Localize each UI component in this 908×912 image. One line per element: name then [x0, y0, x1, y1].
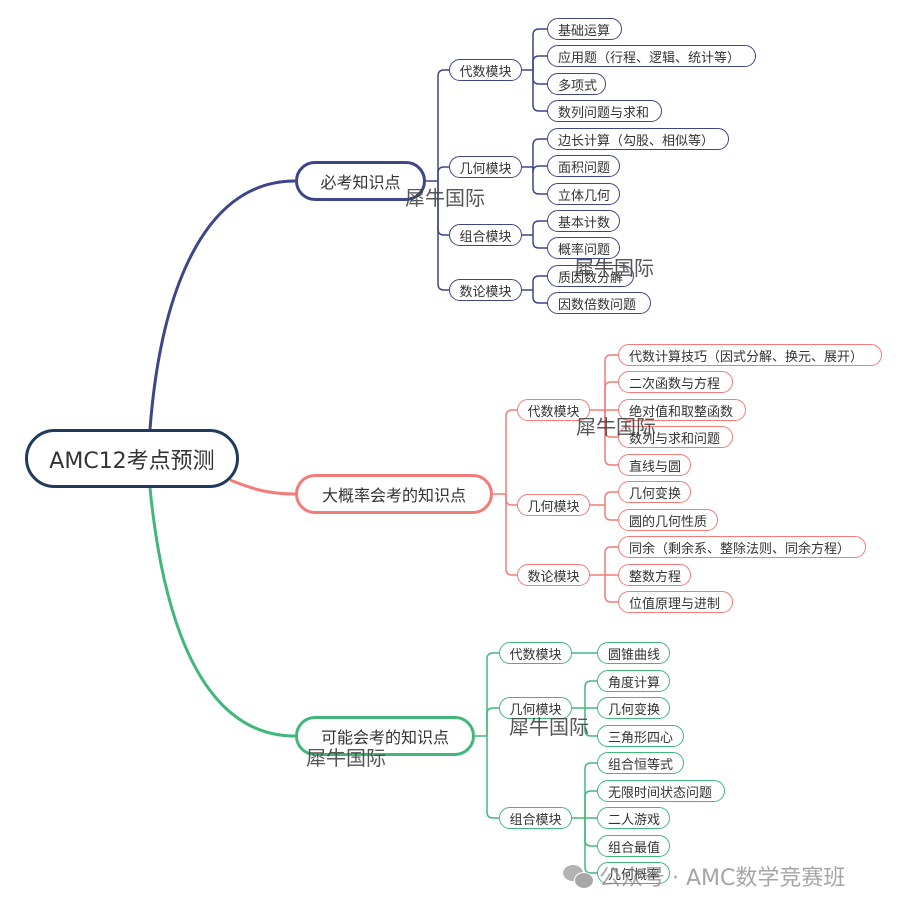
- topic-node[interactable]: 面积问题: [547, 155, 620, 177]
- leaf-connector: [532, 290, 547, 304]
- topic-node[interactable]: 基本计数: [547, 210, 620, 232]
- module-node[interactable]: 数论模块: [449, 279, 522, 301]
- leaf-connector: [532, 167, 547, 195]
- leaf-connector: [604, 410, 618, 438]
- module-connector: [437, 181, 449, 291]
- topic-node[interactable]: 位值原理与进制: [618, 591, 733, 613]
- leaf-connector: [584, 680, 597, 708]
- wechat-icon: [563, 863, 594, 889]
- footer-watermark: 公众号 · AMC数学竞赛班: [563, 860, 845, 892]
- module-node[interactable]: 组合模块: [449, 224, 522, 246]
- module-connector: [437, 69, 449, 181]
- branch-node[interactable]: 可能会考的知识点: [295, 716, 475, 756]
- leaf-connector: [584, 790, 597, 818]
- topic-node[interactable]: 因数倍数问题: [547, 292, 651, 314]
- topic-node[interactable]: 二次函数与方程: [618, 371, 733, 393]
- topic-node[interactable]: 角度计算: [597, 670, 670, 692]
- module-node[interactable]: 组合模块: [499, 807, 572, 829]
- leaf-connector: [604, 546, 618, 575]
- leaf-connector: [604, 381, 618, 410]
- leaf-connector: [584, 762, 597, 818]
- module-connector: [505, 494, 517, 576]
- module-connector: [505, 494, 517, 506]
- module-connector: [437, 166, 449, 181]
- footer-text: 公众号 · AMC数学竞赛班: [599, 866, 846, 891]
- module-node[interactable]: 几何模块: [517, 494, 590, 516]
- leaf-connector: [604, 575, 618, 603]
- topic-node[interactable]: 应用题（行程、逻辑、统计等）: [547, 45, 756, 67]
- leaf-connector: [532, 138, 547, 167]
- topic-node[interactable]: 质因数分解: [547, 265, 634, 287]
- module-node[interactable]: 代数模块: [499, 642, 572, 664]
- module-connector: [486, 736, 499, 819]
- leaf-connector: [604, 410, 618, 466]
- topic-node[interactable]: 几何变换: [618, 481, 691, 503]
- leaf-connector: [532, 235, 547, 249]
- topic-node[interactable]: 直线与圆: [618, 454, 691, 476]
- topic-node[interactable]: 整数方程: [618, 564, 691, 586]
- topic-node[interactable]: 圆锥曲线: [597, 642, 670, 664]
- module-node[interactable]: 代数模块: [449, 59, 522, 81]
- topic-node[interactable]: 无限时间状态问题: [597, 780, 725, 802]
- branch-connector: [229, 478, 296, 496]
- topic-node[interactable]: 数列与求和问题: [618, 426, 733, 448]
- branch-connector: [148, 487, 296, 738]
- topic-node[interactable]: 二人游戏: [597, 807, 670, 829]
- leaf-connector: [532, 55, 547, 70]
- leaf-connector: [532, 275, 547, 290]
- module-node[interactable]: 代数模块: [517, 399, 590, 421]
- leaf-connector: [584, 818, 597, 847]
- topic-node[interactable]: 多项式: [547, 73, 606, 95]
- module-node[interactable]: 几何模块: [449, 156, 522, 178]
- branch-connector: [148, 179, 296, 430]
- leaf-connector: [604, 491, 618, 505]
- leaf-connector: [532, 70, 547, 85]
- module-connector: [437, 181, 449, 236]
- leaf-connector: [604, 505, 618, 521]
- leaf-connector: [604, 354, 618, 410]
- leaf-connector: [532, 220, 547, 235]
- leaf-connector: [532, 165, 547, 173]
- topic-node[interactable]: 立体几何: [547, 183, 620, 205]
- topic-node[interactable]: 同余（剩余系、整除法则、同余方程）: [618, 536, 866, 558]
- topic-node[interactable]: 代数计算技巧（因式分解、换元、展开）: [618, 344, 882, 366]
- topic-node[interactable]: 组合恒等式: [597, 752, 684, 774]
- leaf-connector: [532, 28, 547, 70]
- module-connector: [505, 409, 517, 494]
- module-connector: [486, 707, 499, 736]
- topic-node[interactable]: 圆的几何性质: [618, 509, 718, 531]
- branch-node[interactable]: 必考知识点: [295, 161, 426, 201]
- topic-node[interactable]: 概率问题: [547, 237, 620, 259]
- leaf-connector: [584, 708, 597, 737]
- topic-node[interactable]: 边长计算（勾股、相似等）: [547, 128, 729, 150]
- topic-node[interactable]: 基础运算: [547, 18, 622, 40]
- topic-node[interactable]: 几何概率: [597, 862, 670, 884]
- topic-node[interactable]: 数列问题与求和: [547, 100, 662, 122]
- module-connector: [486, 652, 499, 736]
- leaf-connector: [584, 818, 597, 874]
- topic-node[interactable]: 三角形四心: [597, 725, 684, 747]
- topic-node[interactable]: 组合最值: [597, 835, 670, 857]
- branch-node[interactable]: 大概率会考的知识点: [295, 474, 493, 514]
- leaf-connector: [532, 70, 547, 112]
- root-node[interactable]: AMC12考点预测: [25, 429, 239, 488]
- topic-node[interactable]: 几何变换: [597, 697, 670, 719]
- module-node[interactable]: 几何模块: [499, 697, 572, 719]
- topic-node[interactable]: 绝对值和取整函数: [618, 399, 746, 421]
- module-node[interactable]: 数论模块: [517, 564, 590, 586]
